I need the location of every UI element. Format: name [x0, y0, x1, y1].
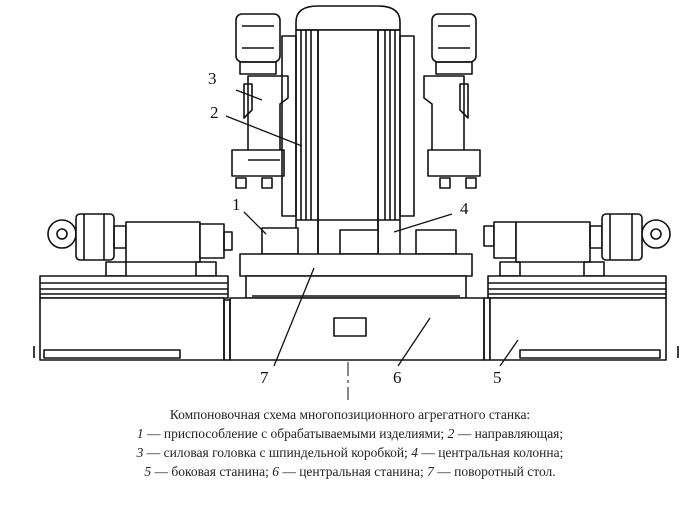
right-power-head: [399, 13, 481, 217]
label-5: 5: [493, 368, 502, 387]
left-side-bed: [33, 213, 233, 361]
caption-text-6: — центральная станина;: [278, 464, 428, 479]
right-side-bed: [483, 213, 679, 361]
label-1: 1: [232, 195, 241, 214]
callout-labels: 1 2 3 4 5 6 7: [208, 69, 502, 387]
fixtures: [261, 227, 457, 255]
caption-line-2: 3 — силовая головка с шпиндельной коробк…: [30, 443, 670, 462]
caption-text-5: — боковая станина;: [151, 464, 273, 479]
caption-line-3: 5 — боковая станина; 6 — центральная ста…: [30, 462, 670, 481]
caption-num-3: 3: [136, 445, 144, 460]
caption-num-1: 1: [136, 426, 144, 441]
caption-num-7: 7: [427, 464, 434, 479]
central-bed: [229, 297, 485, 361]
label-7: 7: [260, 368, 269, 387]
label-2: 2: [210, 103, 219, 122]
label-6: 6: [393, 368, 402, 387]
label-3: 3: [208, 69, 217, 88]
caption-num-2: 2: [447, 426, 455, 441]
caption-title: Компоновочная схема многопозиционного аг…: [169, 407, 531, 422]
caption-text-3: — силовая головка с шпиндельной коробкой…: [143, 445, 412, 460]
caption-text-7: — поворотный стол.: [433, 464, 556, 479]
central-column: [295, 5, 401, 400]
label-4: 4: [460, 199, 469, 218]
caption-text-2: — направляющая;: [454, 426, 564, 441]
caption-text-1: — приспособление с обрабатываемыми издел…: [143, 426, 448, 441]
figure-caption: Компоновочная схема многопозиционного аг…: [30, 405, 670, 481]
leader-lines: [225, 89, 519, 367]
caption-num-5: 5: [144, 464, 152, 479]
caption-line-1: 1 — приспособление с обрабатываемыми изд…: [30, 424, 670, 443]
caption-text-4: — центральная колонна;: [417, 445, 564, 460]
rotary-table: [239, 253, 473, 299]
caption-num-4: 4: [411, 445, 418, 460]
left-power-head: [231, 13, 297, 217]
caption-num-6: 6: [272, 464, 279, 479]
